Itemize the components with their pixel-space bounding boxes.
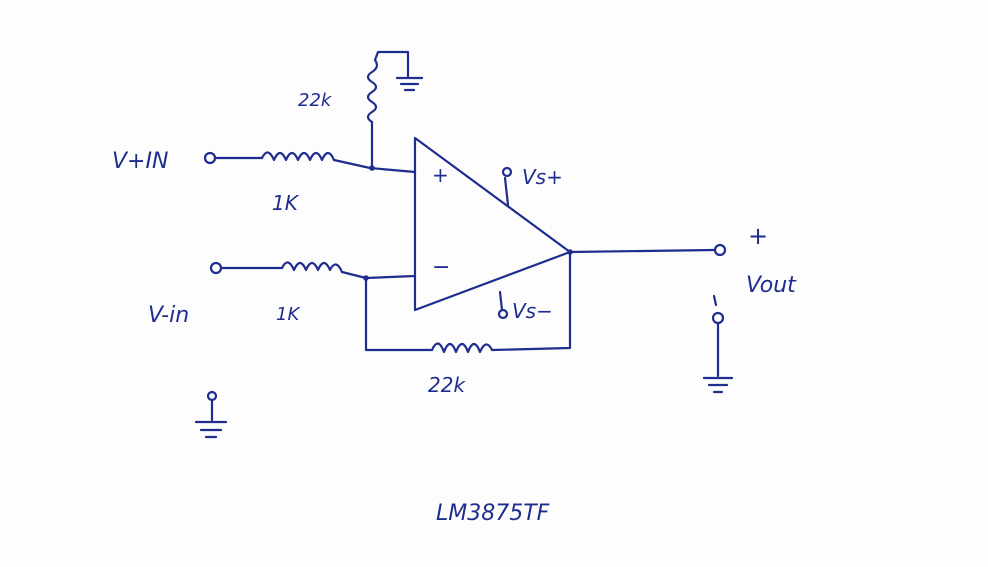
ground-top-icon <box>395 76 424 92</box>
wire-22k-to-ground <box>373 50 410 78</box>
label-vs-minus: Vs− <box>512 299 553 323</box>
vminus-in-terminal <box>209 261 223 275</box>
resistor-22k-feedback <box>430 342 494 354</box>
label-minus-input: − <box>432 255 450 280</box>
label-out-plus: + <box>748 222 768 250</box>
vs-minus-pin <box>498 290 504 312</box>
output-wire <box>568 248 716 254</box>
feedback-wire-right <box>490 250 572 352</box>
label-part-number: LM3875TF <box>436 501 550 526</box>
opamp-triangle <box>413 136 572 312</box>
vs-minus-terminal <box>497 308 509 320</box>
ground-terminal-left <box>206 390 218 402</box>
vplus-in-terminal <box>203 151 217 165</box>
resistor-1k-plus <box>260 151 336 162</box>
label-plus-input: + <box>432 163 449 187</box>
vs-plus-pin <box>503 176 510 207</box>
feedback-wire-left <box>364 276 434 352</box>
label-vplus-in: V+IN <box>112 149 168 174</box>
label-vout: Vout <box>746 273 797 298</box>
ground-left-icon <box>194 398 228 439</box>
vout-minus-terminal <box>711 311 725 325</box>
label-vs-plus: Vs+ <box>522 165 563 189</box>
wire-to-plus-input <box>332 158 417 174</box>
vout-plus-terminal <box>713 243 727 257</box>
ground-vout-icon <box>702 376 734 394</box>
label-1k-plus: 1K <box>272 191 300 215</box>
resistor-1k-minus <box>280 261 344 274</box>
label-vminus-in: V-in <box>148 303 189 328</box>
vout-ground-wire <box>712 294 720 378</box>
wire-to-minus-input <box>340 270 417 280</box>
resistor-22k-ground <box>366 58 379 124</box>
vs-plus-terminal <box>501 166 513 178</box>
label-1k-minus: 1K <box>276 304 300 325</box>
label-22k-feedback: 22k <box>428 373 466 397</box>
label-22k-ground: 22k <box>298 90 333 111</box>
